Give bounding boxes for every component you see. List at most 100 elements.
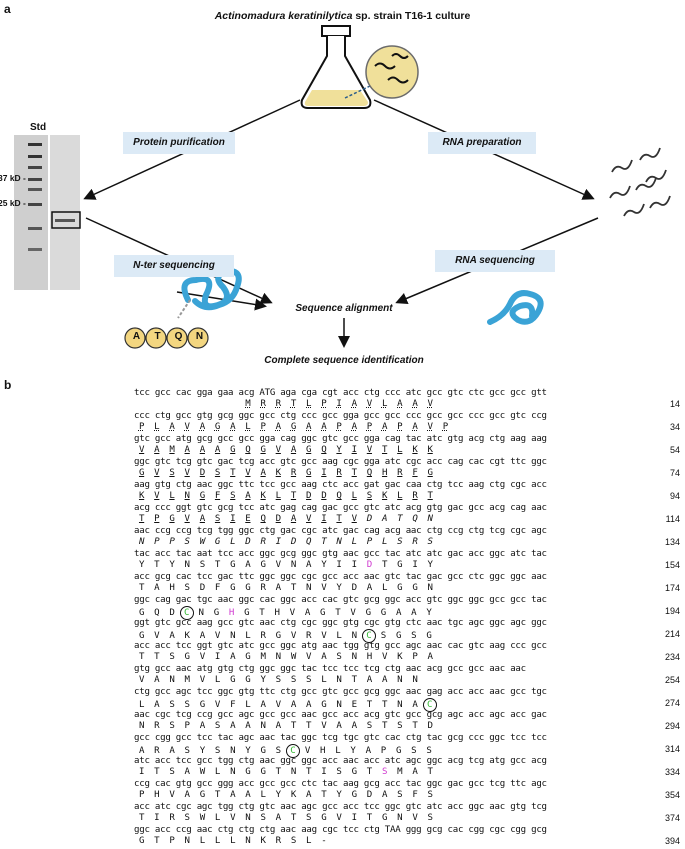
amino-acid: L xyxy=(381,399,388,409)
amino-acid: T xyxy=(138,583,145,593)
sequence-row: ggc gtc tcg gtc gac tcg acc gtc gcc aag … xyxy=(0,457,685,480)
amino-acid: A xyxy=(412,767,418,777)
nucleotide-line: ccc ctg gcc gtg gcg ggc gcc ctg ccc gcc … xyxy=(134,411,547,421)
amino-acid: E xyxy=(351,700,357,710)
amino-acid: A xyxy=(199,445,205,455)
amino-acid: V xyxy=(336,813,342,823)
amino-acid: A xyxy=(184,445,190,455)
amino-acid: T xyxy=(154,652,160,662)
amino-acid xyxy=(134,399,149,409)
amino-acid: S xyxy=(275,675,281,685)
amino-acid: D xyxy=(427,721,433,731)
amino-acid: N xyxy=(397,700,403,710)
amino-acid: N xyxy=(427,583,433,593)
amino-acid: S xyxy=(184,583,190,593)
amino-acid xyxy=(210,399,225,409)
amino-acid: G xyxy=(260,746,266,756)
amino-acid: A xyxy=(351,721,357,731)
amino-acid: C xyxy=(422,698,437,712)
amino-acid: S xyxy=(290,836,297,846)
amino-acid: A xyxy=(365,746,371,756)
amino-acid: S xyxy=(397,537,403,547)
amino-acid: L xyxy=(245,631,251,641)
amino-acid: A xyxy=(397,399,403,409)
amino-acid: I xyxy=(336,399,342,409)
amino-acid: T xyxy=(154,767,160,777)
nucleotide-line: acg ccc ggt gtc gcg tcc atc gag cag gac … xyxy=(134,503,547,513)
amino-acid: T xyxy=(427,767,433,777)
amino-acid: A xyxy=(275,422,281,432)
amino-acid: A xyxy=(411,608,417,618)
amino-acid: F xyxy=(214,491,221,501)
nucleotide-line: ctg gcc agc tcc ggc gtg ttc ctg gcc gtc … xyxy=(134,687,547,697)
residue-number: 354 xyxy=(664,790,680,800)
amino-acid: A xyxy=(336,721,342,731)
amino-acid: S xyxy=(397,790,403,800)
amino-acid: S xyxy=(411,746,417,756)
amino-acid: K xyxy=(397,652,403,662)
amino-acid: S xyxy=(275,746,281,756)
strain-name: sp. strain T16-1 culture xyxy=(352,10,471,22)
amino-acid: D xyxy=(290,537,297,547)
amino-acid: G xyxy=(199,790,205,800)
protein-purification-box: Protein purification xyxy=(123,132,235,154)
amino-acid: S xyxy=(306,675,312,685)
sequence-alignment-label: Sequence alignment xyxy=(295,303,393,314)
amino-acid: A xyxy=(381,675,388,685)
amino-acid: G xyxy=(395,746,402,756)
amino-acid: A xyxy=(154,445,160,455)
amino-acid: L xyxy=(154,422,160,432)
amino-acid: H xyxy=(169,583,175,593)
amino-acid: N xyxy=(290,767,297,777)
sequence-row: acg ccc ggt gtc gcg tcc atc gag cag gac … xyxy=(0,503,685,526)
rna-preparation-box: RNA preparation xyxy=(428,132,536,154)
amino-acid: G xyxy=(275,631,281,641)
nucleotide-line: ggt gtc gcc aag gcc gtc aac ctg cgc ggc … xyxy=(134,618,547,628)
amino-acid: A xyxy=(321,422,327,432)
amino-acid: V xyxy=(427,399,433,409)
amino-acid: K xyxy=(381,491,388,501)
amino-acid: M xyxy=(169,445,175,455)
amino-acid: G xyxy=(320,608,326,618)
amino-acid: A xyxy=(260,468,266,478)
amino-acid: I xyxy=(230,514,236,524)
amino-acid xyxy=(164,399,179,409)
amino-acid: D xyxy=(366,514,373,524)
amino-acid: R xyxy=(412,537,418,547)
amino-acid: I xyxy=(214,652,221,662)
amino-acid: G xyxy=(426,631,432,641)
amino-acid: D xyxy=(199,583,205,593)
amino-acid: Y xyxy=(245,746,251,756)
amino-acid: T xyxy=(138,652,145,662)
amino-acid: S xyxy=(184,700,190,710)
amino-acid: P xyxy=(366,422,373,432)
amino-acid: V xyxy=(138,675,145,685)
amino-acid: W xyxy=(199,537,205,547)
amino-acid: G xyxy=(138,631,145,641)
amino-acid: G xyxy=(260,767,266,777)
amino-acid: T xyxy=(397,514,403,524)
amino-acid: P xyxy=(397,422,403,432)
nucleotide-line: aac ccg ccg tcg tgg ggc ctg gac cgc atc … xyxy=(134,526,547,536)
amino-acid: S xyxy=(169,721,175,731)
amino-acid: A xyxy=(306,700,312,710)
amino-acid: S xyxy=(366,491,373,501)
amino-acid: N xyxy=(184,491,190,501)
amino-acid: G xyxy=(365,608,371,618)
amino-acid: D xyxy=(366,790,373,800)
amino-acid: A xyxy=(351,422,357,432)
amino-acid: R xyxy=(260,537,266,547)
amino-acid: I xyxy=(154,813,160,823)
amino-acid: I xyxy=(275,537,281,547)
amino-acid: P xyxy=(138,422,145,432)
rna-strands-icon xyxy=(609,147,671,217)
residue-number: 94 xyxy=(669,491,680,501)
amino-acid: L xyxy=(351,537,357,547)
amino-acid: T xyxy=(138,813,145,823)
